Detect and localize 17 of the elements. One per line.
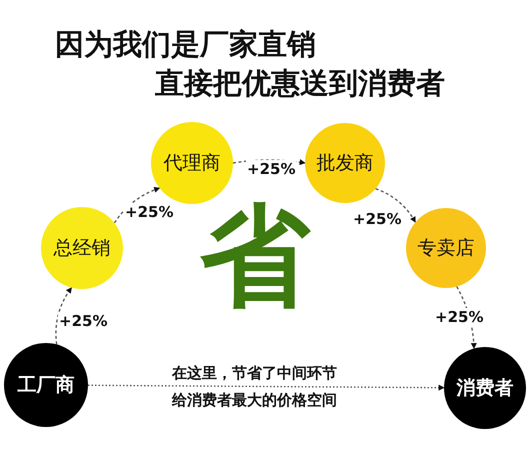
stage-name: 批发商 xyxy=(316,151,374,176)
stage-name: 专卖店 xyxy=(418,236,474,261)
arrow xyxy=(88,384,445,391)
stage-name: 消费者 xyxy=(456,376,514,401)
stage-name: 代理商 xyxy=(164,151,220,176)
edge-label: +25% xyxy=(434,308,484,326)
arrow xyxy=(375,188,416,223)
arrow xyxy=(55,287,72,344)
note-text: 在这里，节省了中间环节 xyxy=(172,365,337,382)
title: 因为我们是厂家直销 xyxy=(55,26,316,63)
arrow xyxy=(114,187,160,224)
stage-name: 工厂商 xyxy=(18,373,74,398)
subtitle: 直接把优惠送到消费者 xyxy=(155,68,445,100)
big-character: 省 xyxy=(200,196,310,317)
note-text: 给消费者最大的价格空间 xyxy=(172,392,337,408)
stage-name: 总经销 xyxy=(54,236,110,261)
arrow xyxy=(232,159,306,166)
